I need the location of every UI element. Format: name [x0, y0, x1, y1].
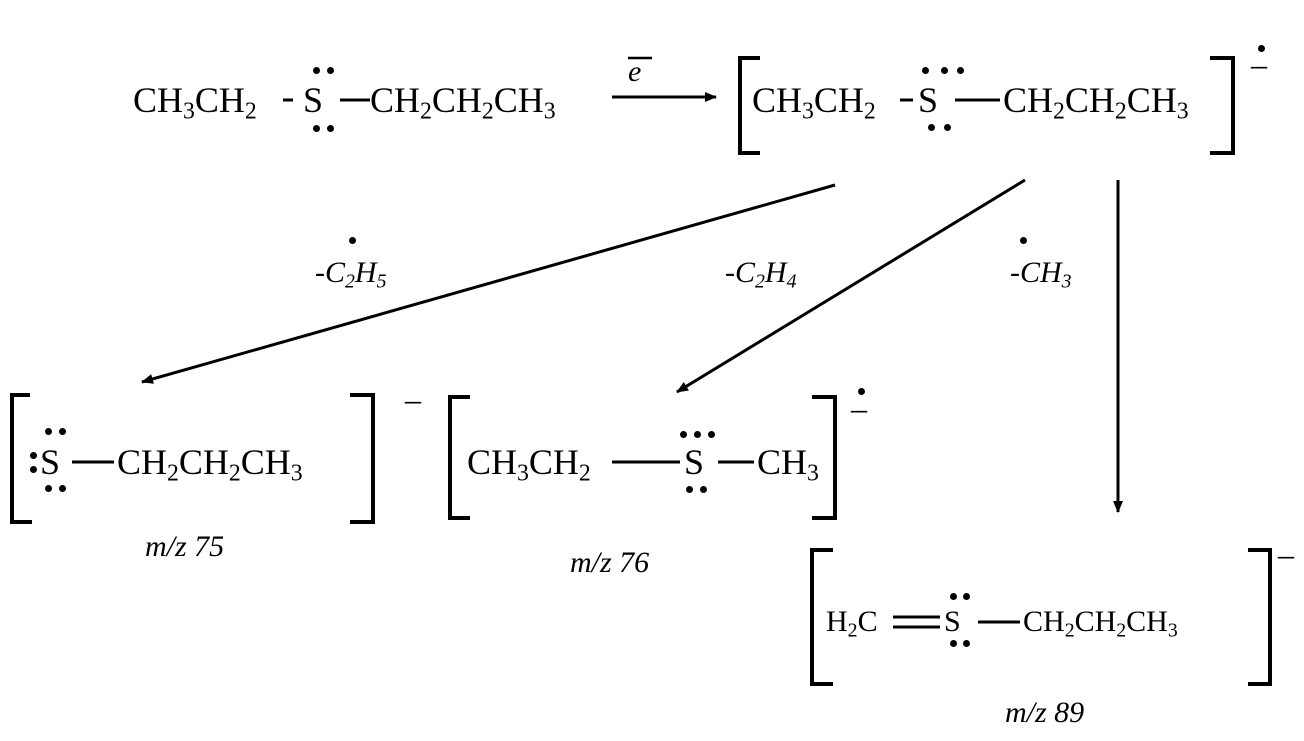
radical-dot: [858, 388, 865, 395]
radical-dot: [1020, 237, 1027, 244]
lone-pair-dot: [59, 485, 66, 492]
f89-left-group: H2C: [826, 605, 878, 642]
ion-left-group: CH3CH2: [752, 80, 876, 125]
f76-right-group: CH3: [757, 442, 819, 487]
lone-pair-dot: [30, 452, 37, 459]
molecular-ion-charge: –: [1251, 46, 1267, 82]
lone-pair-dot: [59, 428, 66, 435]
lone-pair-dot: [686, 486, 693, 493]
lone-pair-dot: [950, 640, 957, 647]
lone-pair-dot: [700, 486, 707, 493]
f75-right-group: CH2CH2CH3: [117, 442, 303, 487]
radical-dot: [708, 431, 715, 438]
fragment-89-bracket-right: [1248, 548, 1272, 686]
lone-pair-dot: [45, 485, 52, 492]
loss-c2h5-label: -C2H5: [315, 256, 387, 293]
fragment-75-bracket-left: [10, 393, 32, 524]
lone-pair-dot: [928, 124, 935, 131]
f89-sulfur: S: [944, 605, 961, 638]
f76-charge: –: [851, 390, 867, 426]
lone-pair-dot: [327, 125, 334, 132]
lone-pair-dot: [941, 67, 948, 74]
lone-pair-dot: [327, 67, 334, 74]
lone-pair-dot: [680, 431, 687, 438]
arrow-loss-c2h4: [676, 178, 1026, 394]
f89-right-group: CH2CH2CH3: [1023, 605, 1178, 642]
lone-pair-dot: [963, 593, 970, 600]
fragment-76-bracket-left: [448, 395, 470, 520]
reactant-sulfur: S: [303, 80, 324, 120]
radical-dot: [1258, 45, 1265, 52]
lone-pair-dot: [45, 428, 52, 435]
electron-label: e: [628, 55, 642, 88]
lone-pair-dot: [963, 640, 970, 647]
molecular-ion-bracket-right: [1210, 56, 1235, 155]
f89-charge: –: [1278, 536, 1294, 572]
ion-right-group: CH2CH2CH3: [1003, 80, 1189, 125]
lone-pair-dot: [922, 67, 929, 74]
reactant-right-group: CH2CH2CH3: [370, 80, 556, 125]
lone-pair-dot: [313, 125, 320, 132]
molecular-ion-bracket-left: [738, 56, 760, 155]
f76-mz: m/z 76: [570, 546, 650, 579]
reactant-left-group: CH3CH2: [133, 80, 257, 125]
loss-c2h4-label: -C2H4: [725, 256, 797, 293]
lone-pair-dot: [313, 67, 320, 74]
f75-sulfur: S: [40, 442, 61, 482]
fragment-75-bracket-right: [350, 393, 375, 524]
f75-charge: –: [405, 381, 421, 417]
lone-pair-dot: [944, 124, 951, 131]
f76-left-group: CH3CH2: [467, 442, 591, 487]
f76-sulfur: S: [684, 442, 705, 482]
radical-dot: [349, 237, 356, 244]
lone-pair-dot: [950, 593, 957, 600]
ion-sulfur: S: [918, 80, 939, 120]
lone-pair-dot: [694, 431, 701, 438]
arrow-loss-c2h5: [141, 183, 836, 384]
radical-dot: [957, 67, 964, 74]
loss-ch3-label: -CH3: [1010, 256, 1072, 293]
f89-mz: m/z 89: [1005, 696, 1085, 729]
fragment-76-bracket-right: [812, 395, 837, 520]
fragment-89-bracket-left: [810, 548, 833, 686]
f75-mz: m/z 75: [145, 530, 225, 563]
lone-pair-dot: [30, 466, 37, 473]
